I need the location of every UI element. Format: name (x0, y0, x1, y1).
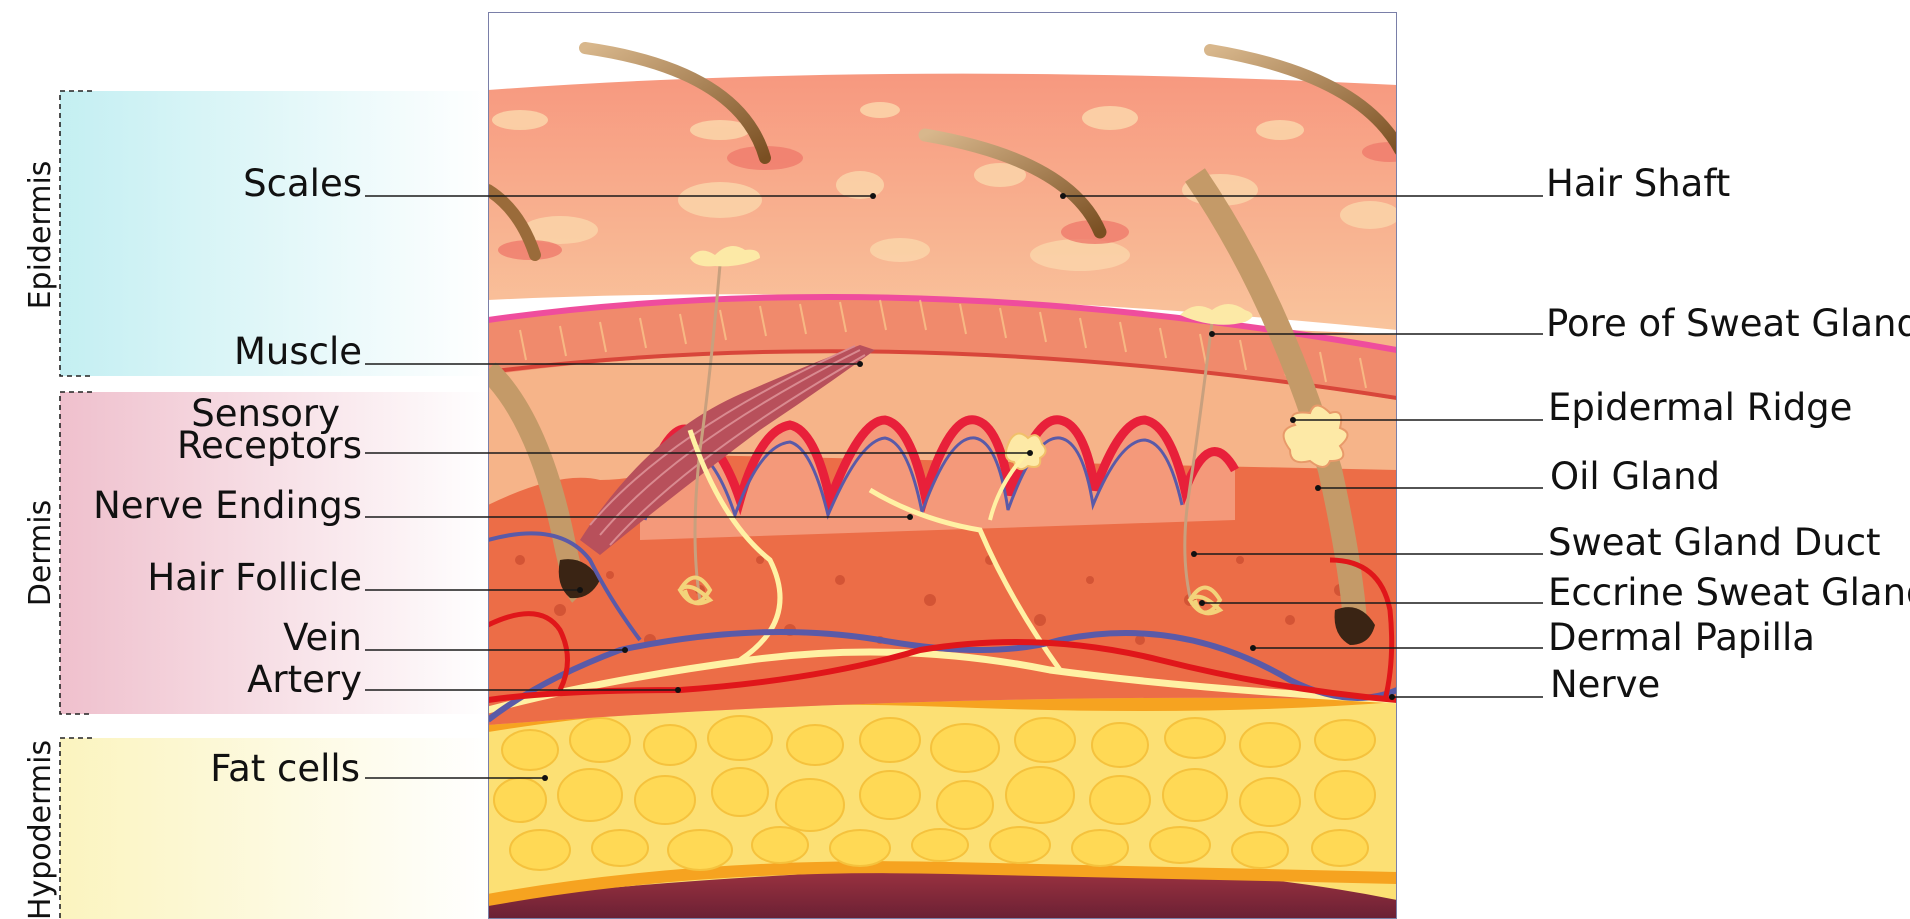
label-oil-gland: Oil Gland (1550, 455, 1720, 498)
labels-right: Hair Shaft Pore of Sweat Gland Epidermal… (1546, 162, 1910, 706)
label-artery: Artery (247, 658, 362, 701)
skin-cross-section (488, 12, 1418, 919)
layer-label-hypodermis: Hypodermis (23, 740, 58, 919)
label-vein: Vein (283, 616, 362, 659)
label-muscle: Muscle (234, 330, 362, 373)
label-dermal-papilla: Dermal Papilla (1548, 616, 1815, 659)
label-fat-cells: Fat cells (210, 747, 360, 790)
label-nerve-endings: Nerve Endings (93, 484, 362, 527)
label-scales: Scales (243, 162, 362, 205)
label-hair-follicle: Hair Follicle (147, 556, 362, 599)
oil-gland (1284, 406, 1348, 468)
label-eccrine-sweat-gland: Eccrine Sweat Gland (1548, 571, 1910, 614)
layer-label-dermis: Dermis (23, 500, 58, 607)
label-pore-of-sweat-gland: Pore of Sweat Gland (1546, 302, 1910, 345)
label-nerve: Nerve (1550, 663, 1660, 706)
layer-label-epidermis: Epidermis (23, 161, 58, 310)
label-epidermal-ridge: Epidermal Ridge (1548, 386, 1852, 429)
label-receptors: Receptors (177, 424, 362, 467)
label-sweat-gland-duct: Sweat Gland Duct (1548, 521, 1881, 564)
label-hair-shaft: Hair Shaft (1546, 162, 1730, 205)
